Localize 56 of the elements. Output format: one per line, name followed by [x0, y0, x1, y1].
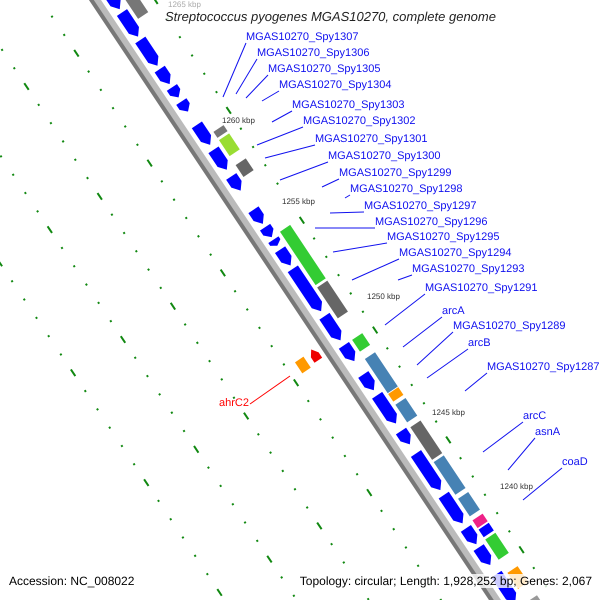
gene-label: MGAS10270_Spy1301 [315, 133, 428, 145]
leader-line [280, 162, 328, 180]
leader-line [384, 294, 426, 326]
gene-label: MGAS10270_Spy1287 [487, 361, 600, 373]
position-tick-label: 1255 kbp [282, 197, 315, 206]
leader-line [402, 316, 442, 348]
position-tick-label: 1250 kbp [367, 292, 400, 301]
map-title: Streptococcus pyogenes MGAS10270, complete genome [165, 9, 496, 24]
leader-line [522, 468, 562, 500]
gene-label: MGAS10270_Spy1306 [257, 47, 370, 59]
gene-label: asnA [535, 426, 560, 438]
leader-line [352, 258, 400, 280]
gene-label: MGAS10270_Spy1303 [292, 99, 405, 111]
leader-line [332, 242, 388, 252]
leader-line [344, 194, 350, 198]
position-tick-label: 1260 kbp [222, 116, 255, 125]
gene-label: MGAS10270_Spy1291 [425, 282, 538, 294]
gene-label: MGAS10270_Spy1289 [453, 320, 566, 332]
leader-line [250, 376, 290, 404]
leader-line [482, 422, 524, 452]
position-tick-label: 1240 kbp [500, 482, 533, 491]
leader-line [322, 178, 340, 188]
gene-label: MGAS10270_Spy1302 [303, 115, 416, 127]
accession-note: Accession: NC_008022 [9, 574, 134, 588]
leader-line [222, 42, 246, 98]
gene-label: coaD [562, 456, 588, 468]
leader-line [264, 144, 316, 158]
leader-line [246, 74, 268, 98]
leader-line [398, 274, 412, 280]
gene-label: MGAS10270_Spy1295 [387, 231, 500, 243]
genome-summary-note: Topology: circular; Length: 1,928,252 bp; Genes: 2,067 [300, 574, 592, 588]
leader-line [330, 212, 364, 214]
gene-label: arcB [468, 337, 491, 349]
leader-line [508, 438, 536, 470]
gene-label: MGAS10270_Spy1299 [339, 167, 452, 179]
position-tick-label: 1245 kbp [432, 408, 465, 417]
leader-line [236, 58, 258, 94]
leader-line [272, 110, 292, 122]
position-tick-label: 1265 kbp [168, 0, 201, 9]
gene-label: ahrC2 [219, 397, 249, 409]
gene-label: MGAS10270_Spy1296 [375, 216, 488, 228]
gene-label: arcA [442, 305, 465, 317]
gene-label: MGAS10270_Spy1297 [364, 200, 477, 212]
gene-label: MGAS10270_Spy1293 [412, 263, 525, 275]
leader-line [464, 372, 488, 392]
gene-label: MGAS10270_Spy1300 [328, 150, 441, 162]
gene-label: MGAS10270_Spy1305 [268, 63, 381, 75]
gene-label: MGAS10270_Spy1304 [279, 79, 392, 91]
leader-line [426, 348, 468, 378]
gene-label: MGAS10270_Spy1294 [399, 247, 512, 259]
leader-line [416, 332, 454, 366]
leader-line [262, 90, 280, 102]
gene-label: arcC [523, 410, 546, 422]
gene-label: MGAS10270_Spy1307 [246, 31, 359, 43]
leader-line [256, 126, 304, 146]
gene-label: MGAS10270_Spy1298 [350, 183, 463, 195]
